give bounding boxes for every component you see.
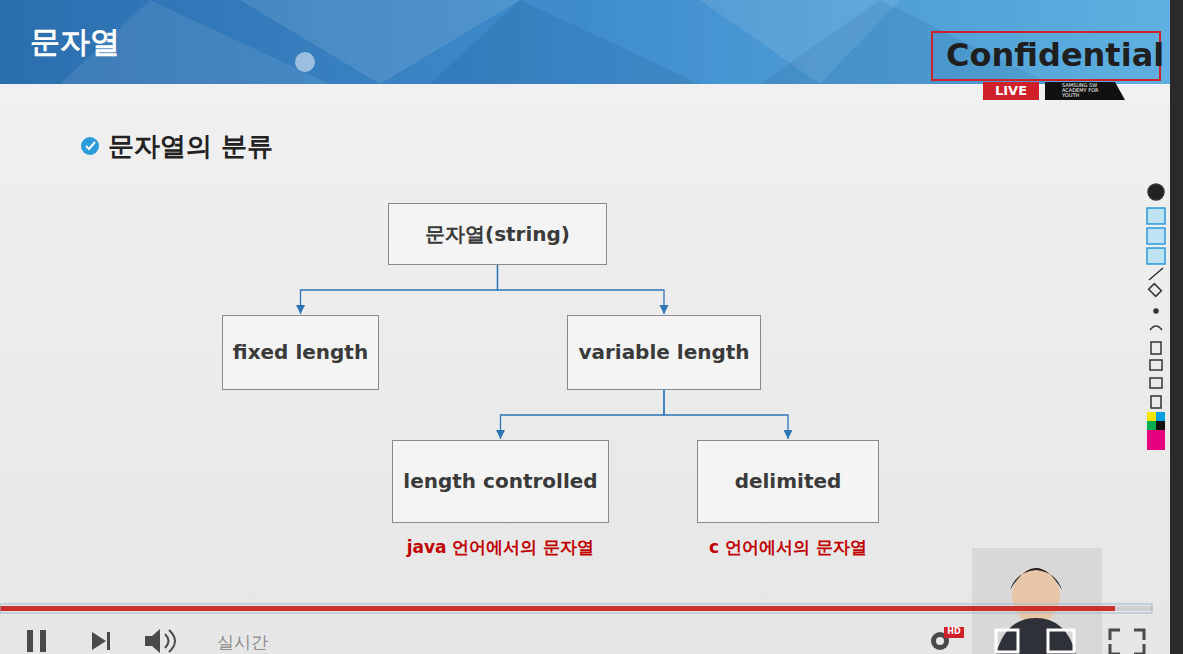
tree-connector — [500, 390, 664, 439]
academy-logo-text: SAMSUNG SW ACADEMY FOR YOUTH — [1062, 83, 1106, 98]
section-heading: 문자열의 분류 — [108, 129, 273, 164]
tree-connector — [664, 390, 788, 439]
box-label: fixed length — [233, 339, 368, 366]
note-text: c 언어에서의 문자열 — [709, 536, 867, 559]
category-box: delimited — [697, 440, 879, 523]
tree-connector — [301, 265, 498, 314]
category-box: variable length — [567, 315, 760, 390]
tree-connector — [498, 265, 664, 314]
progress-bar — [0, 606, 1115, 611]
presenter-video — [972, 548, 1102, 654]
category-box: fixed length — [222, 315, 379, 390]
live-status: 실시간 — [217, 631, 268, 654]
player-controls — [27, 629, 1144, 654]
hd-label: HD — [947, 627, 960, 636]
category-box: length controlled — [392, 440, 608, 523]
box-label: delimited — [735, 468, 842, 495]
pen-toolbar — [1147, 184, 1165, 408]
live-label: LIVE — [995, 83, 1027, 98]
box-label: length controlled — [403, 468, 597, 495]
live-badge — [983, 82, 1039, 100]
box-label: 문자열(string) — [425, 221, 570, 248]
check-icon — [81, 137, 99, 155]
header-band — [0, 0, 1170, 84]
box-label: variable length — [578, 339, 749, 366]
confidential-mark: Confidential — [946, 36, 1164, 74]
hd-badge — [944, 627, 964, 638]
category-box: 문자열(string) — [388, 203, 607, 265]
academy-logo — [1045, 82, 1125, 100]
note-text: java 언어에서의 문자열 — [407, 536, 595, 559]
slide-title: 문자열 — [30, 22, 120, 63]
